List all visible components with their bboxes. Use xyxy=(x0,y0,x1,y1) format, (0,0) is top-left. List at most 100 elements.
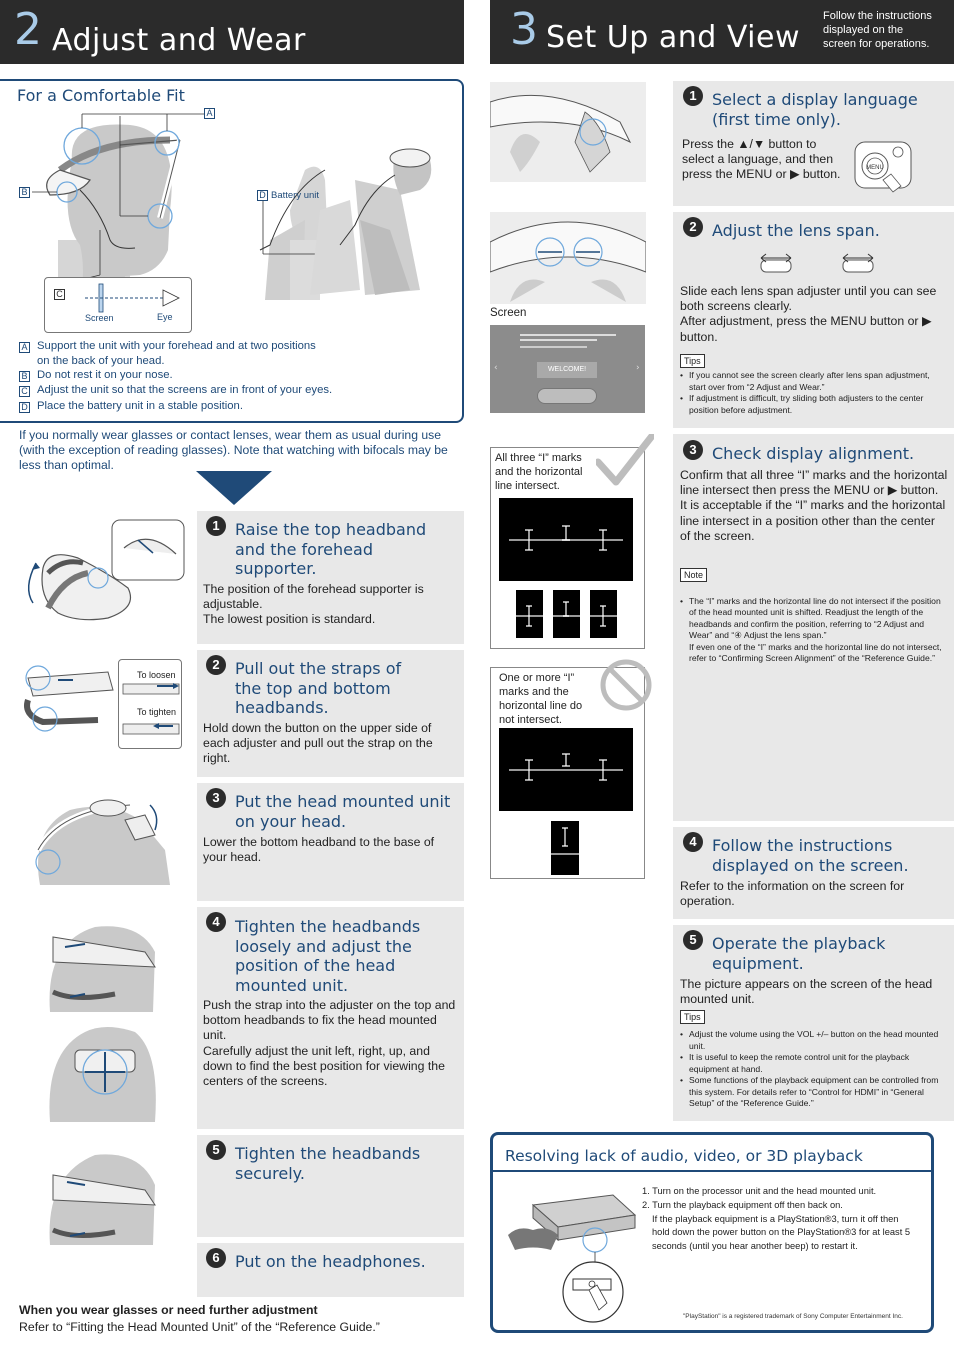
right-step-5-title: Operate the playback equipment. xyxy=(712,934,886,973)
right-step-5-number: 5 xyxy=(683,930,703,950)
left-step-3-number: 3 xyxy=(206,788,226,808)
resolving-divider xyxy=(493,1170,931,1172)
footer-bold: When you wear glasses or need further ad… xyxy=(19,1303,318,1317)
left-step-1-body: The position of the forehead supporter i… xyxy=(203,582,424,627)
footer-reference: Refer to “Fitting the Head Mounted Unit”… xyxy=(19,1320,380,1334)
control-pad-graphic xyxy=(537,388,597,404)
alignment-ok-box: All three “I” marks and the horizontal l… xyxy=(490,434,654,649)
left-step-3-title: Put the head mounted unit on your head. xyxy=(235,792,451,831)
label-b: B xyxy=(19,187,30,198)
right-step-3-number: 3 xyxy=(683,440,703,460)
right-step-2-tips-list: If you cannot see the screen clearly aft… xyxy=(680,370,948,416)
list-item: If adjustment is difficult, try sliding … xyxy=(680,393,948,416)
left-step-6-title: Put on the headphones. xyxy=(235,1252,426,1271)
right-step-2-body: Slide each lens span adjuster until you … xyxy=(680,284,937,344)
down-arrow-icon xyxy=(196,471,272,505)
left-step-1-number: 1 xyxy=(206,516,226,536)
tighten-loosely-illustration xyxy=(49,926,156,1122)
prohibited-icon xyxy=(600,659,652,711)
checkmark-icon xyxy=(596,434,654,486)
item-d-letter: D xyxy=(19,402,30,413)
right-step-3-notes-list: The “I” marks and the horizontal line do… xyxy=(680,584,948,676)
item-a-letter: A xyxy=(19,342,30,353)
right-step-5-tips-list: Adjust the volume using the VOL +/– butt… xyxy=(680,1029,948,1110)
left-step-2-body: Hold down the button on the upper side o… xyxy=(203,721,433,766)
menu-button-illustration: MENU xyxy=(854,141,912,193)
right-step-5-tips-label: Tips xyxy=(680,1010,705,1024)
list-item: If you cannot see the screen clearly aft… xyxy=(680,370,948,393)
tighten-securely-illustration xyxy=(49,1154,156,1245)
right-step-2-title: Adjust the lens span. xyxy=(712,221,880,240)
left-step-5-number: 5 xyxy=(206,1140,226,1160)
list-item: It is useful to keep the remote control … xyxy=(680,1052,948,1075)
right-step-1-number: 1 xyxy=(683,86,703,106)
left-step-6-panel xyxy=(197,1243,464,1297)
left-step-4-number: 4 xyxy=(206,912,226,932)
right-section-header: 3 Set Up and View Follow the instruction… xyxy=(490,0,954,64)
left-step-6-number: 6 xyxy=(206,1248,226,1268)
resolving-step-2-detail-2: hold down the power button on the PlaySt… xyxy=(652,1227,911,1238)
screen-caption: Screen xyxy=(85,313,114,323)
left-step-2-title: Pull out the straps of the top and botto… xyxy=(235,659,402,717)
item-c-letter: C xyxy=(19,386,30,397)
to-loosen-label: To loosen xyxy=(137,670,176,680)
eye-caption: Eye xyxy=(157,312,173,322)
put-on-head-illustration xyxy=(35,799,170,885)
alignment-ok-screen xyxy=(499,498,633,638)
right-step-2-tips-label: Tips xyxy=(680,354,705,368)
resolving-step-2-detail-1: If the playback equipment is a PlayStati… xyxy=(652,1213,899,1224)
right-step-4-title: Follow the instructions displayed on the… xyxy=(712,836,909,875)
display-language-illustration xyxy=(490,82,646,182)
seated-person-illustration xyxy=(310,148,432,295)
item-d-text: Place the battery unit in a stable posit… xyxy=(37,400,243,412)
loosen-tighten-inset: To loosen To tighten xyxy=(118,659,182,749)
alignment-ng-screen xyxy=(499,728,633,875)
right-section-title: Set Up and View xyxy=(546,20,801,55)
left-step-1-panel xyxy=(197,511,464,644)
left-step-2-panel xyxy=(197,650,464,777)
playstation-illustration xyxy=(508,1194,637,1323)
right-step-1-title: Select a display language (first time on… xyxy=(712,90,918,129)
chevron-right-icon: › xyxy=(636,363,640,373)
right-section-number: 3 xyxy=(510,4,538,55)
menu-label: MENU xyxy=(866,165,884,171)
left-step-1-title: Raise the top headband and the forehead … xyxy=(235,520,427,578)
right-step-3-note-label: Note xyxy=(680,568,708,582)
left-section-number: 2 xyxy=(14,4,42,55)
left-step-3-body: Lower the bottom headband to the base of… xyxy=(203,835,435,865)
left-step-4-panel xyxy=(197,907,464,1129)
alignment-ng-box: One or more “I” marks and the horizontal… xyxy=(490,659,652,879)
right-step-4-panel xyxy=(673,827,954,919)
left-step-5-panel xyxy=(197,1135,464,1237)
item-c-text: Adjust the unit so that the screens are … xyxy=(37,384,333,396)
right-step-1-body: Press the ▲/▼ button to select a languag… xyxy=(682,137,841,182)
resolving-step-2-detail-3: seconds (until you hear another beep) to… xyxy=(652,1241,858,1252)
left-step-4-body: Push the strap into the adjuster on the … xyxy=(203,998,456,1089)
left-section-header: 2 Adjust and Wear xyxy=(0,0,464,64)
resolving-box: Resolving lack of audio, video, or 3D pl… xyxy=(490,1132,934,1333)
welcome-button: WELCOME! xyxy=(537,362,597,378)
label-c: C xyxy=(54,289,65,300)
resolving-step-1: 1. Turn on the processor unit and the he… xyxy=(642,1186,877,1196)
glasses-note: If you normally wear glasses or contact … xyxy=(19,428,448,472)
left-step-3-panel xyxy=(197,783,464,901)
item-b-text: Do not rest it on your nose. xyxy=(37,369,173,381)
right-step-2-number: 2 xyxy=(683,217,703,237)
right-step-4-body: Refer to the information on the screen f… xyxy=(680,879,905,909)
lens-span-illustration xyxy=(490,212,646,304)
welcome-screen: WELCOME! ‹ › xyxy=(490,325,645,413)
list-item: Some functions of the playback equipment… xyxy=(680,1075,948,1110)
screen-eye-inset: C Screen Eye xyxy=(44,277,192,333)
adjuster-diagram xyxy=(122,683,180,735)
chevron-left-icon: ‹ xyxy=(494,363,498,373)
right-step-5-body: The picture appears on the screen of the… xyxy=(680,977,933,1007)
item-b-letter: B xyxy=(19,371,30,382)
left-step-5-title: Tighten the headbands securely. xyxy=(235,1144,421,1183)
left-step-2-number: 2 xyxy=(206,655,226,675)
battery-unit-label: Battery unit xyxy=(271,190,320,201)
right-step-4-number: 4 xyxy=(683,832,703,852)
screen-eye-diagram xyxy=(85,283,180,313)
label-d: D xyxy=(257,190,268,201)
to-tighten-label: To tighten xyxy=(137,707,177,717)
right-step-3-body: Confirm that all three “I” marks and the… xyxy=(680,468,948,543)
